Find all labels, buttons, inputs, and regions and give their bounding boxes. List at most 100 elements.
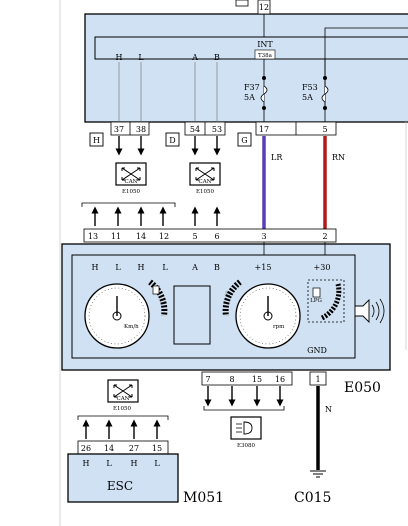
rpm-unit: rpm xyxy=(273,324,285,330)
bcm-output-arrows xyxy=(115,136,221,156)
cluster-pin-11: 11 xyxy=(111,232,121,241)
section-marker-d: D xyxy=(169,136,175,145)
can-bus-icon-glyph xyxy=(113,384,133,398)
esc-module: 26 14 27 15 H L H L ESC xyxy=(67,440,179,503)
tachometer-ticks xyxy=(239,287,297,345)
cluster-pin-12: 12 xyxy=(159,232,169,241)
cluster-signal-15: +15 xyxy=(255,263,272,272)
ground-symbol xyxy=(310,470,326,478)
ground-id: C015 xyxy=(294,490,331,506)
can-bus-icon-glyph xyxy=(121,167,141,181)
fuse-f53-rating: 5A xyxy=(302,93,313,102)
temperature-scale xyxy=(222,279,242,317)
cluster-bottom-pins: 7 8 15 16 1 xyxy=(201,371,327,386)
cluster-id: E050 xyxy=(344,380,381,396)
fuse-f37-symbol xyxy=(260,85,268,103)
bcm-pin-b: B xyxy=(214,53,220,62)
bracket xyxy=(81,202,176,207)
bcm-top-pin: 12 xyxy=(259,3,269,12)
cluster-pin-1: 1 xyxy=(315,375,320,384)
esc-id: M051 xyxy=(183,490,224,506)
esc-pin-15: 15 xyxy=(152,444,162,453)
esc-label: ESC xyxy=(107,479,133,493)
bcm-pin-37: 37 xyxy=(114,125,124,134)
cluster-pin-14: 14 xyxy=(136,232,146,241)
gnd-label: GND xyxy=(307,346,327,355)
cluster-pin-3: 3 xyxy=(261,232,266,241)
bcm-module: 12 INT T38a H L A B F37 5A F53 5A xyxy=(84,0,408,123)
fuse-f53-bottom-node xyxy=(323,106,327,110)
can-module-id: E1050 xyxy=(196,189,215,195)
esc-pin-14: 14 xyxy=(104,444,114,453)
esc-input-arrows xyxy=(82,419,161,439)
cluster-signal-h2: H xyxy=(138,263,145,272)
section-marker-g: G xyxy=(241,136,247,145)
lpg-pump-icon xyxy=(312,287,321,298)
cluster-internal-wires xyxy=(263,242,326,255)
bcm-pin-h: H xyxy=(116,53,123,62)
section-marker-box xyxy=(89,132,104,147)
bracket xyxy=(77,415,169,420)
fuse-f53-symbol xyxy=(321,85,329,103)
cluster-pin-8: 8 xyxy=(229,375,234,384)
bcm-pin-a: A xyxy=(191,53,198,62)
bcm-pin-l: L xyxy=(138,53,144,62)
bcm-housing xyxy=(84,13,408,123)
bcm-pin-53: 53 xyxy=(212,125,222,134)
lpg-gauge-frame xyxy=(307,279,345,323)
can-bus-icon-glyph xyxy=(195,167,215,181)
cluster-signal-h: H xyxy=(92,263,99,272)
cluster-pin-15: 15 xyxy=(252,375,262,384)
cluster-pin-2: 2 xyxy=(322,232,327,241)
cluster-signal-l: L xyxy=(115,263,121,272)
headlamp-beam-lines xyxy=(236,423,242,433)
fuse-f37-bottom-node xyxy=(262,106,266,110)
esc-housing xyxy=(67,453,179,503)
tachometer-gauge: rpm xyxy=(235,283,301,349)
wire-lr-label: LR xyxy=(271,153,283,162)
speaker-waves xyxy=(371,298,385,324)
fuse-f37-top-node xyxy=(262,76,266,80)
can-text: CAN xyxy=(199,179,212,185)
int-sub-box xyxy=(254,49,276,60)
temperature-gauge: ♨ xyxy=(222,279,242,317)
cluster-input-arrows xyxy=(91,206,221,226)
section-marker-h: H xyxy=(93,136,100,145)
esc-signal-h: H xyxy=(83,459,90,468)
can-module-id: E1050 xyxy=(122,189,141,195)
cluster-top-pin-strip xyxy=(83,228,337,243)
lpg-label: LPG xyxy=(310,298,322,304)
esc-signal-l: L xyxy=(106,459,112,468)
fuel-scale xyxy=(148,279,168,317)
cluster-signal-30: +30 xyxy=(314,263,331,272)
bcm-bottom-pins: 37 38 54 53 17 5 xyxy=(110,121,337,136)
cluster-output-arrows xyxy=(204,386,284,407)
fuel-gauge xyxy=(148,279,168,317)
cluster-pin-13: 13 xyxy=(88,232,98,241)
speedometer-ticks xyxy=(88,287,146,345)
cluster-pin-16: 16 xyxy=(275,375,285,384)
coolant-temperature-icon: ♨ xyxy=(224,289,231,298)
esc-signal-h2: H xyxy=(131,459,138,468)
lpg-gauge: LPG xyxy=(307,279,345,323)
esc-signal-l2: L xyxy=(154,459,160,468)
bracket xyxy=(203,406,285,411)
can-module-2: CAN E1050 xyxy=(189,162,221,195)
int-sub-label: T38a xyxy=(258,53,273,59)
speedometer-gauge: Km/h xyxy=(84,283,150,349)
cluster-pin-7: 7 xyxy=(205,375,210,384)
speed-unit: Km/h xyxy=(124,324,139,330)
section-markers: H D G xyxy=(89,132,252,147)
cluster-pin-5: 5 xyxy=(192,232,197,241)
lpg-scale xyxy=(320,283,342,321)
bcm-pin-38: 38 xyxy=(136,125,146,134)
cluster-bottom-pin-strip xyxy=(201,371,293,386)
can-module-3: CAN E1050 xyxy=(107,379,139,412)
cluster-pin-6: 6 xyxy=(214,232,219,241)
int-label: INT xyxy=(257,40,273,49)
esc-pin-26: 26 xyxy=(81,444,91,453)
section-marker-box xyxy=(237,132,252,147)
center-lcd-display xyxy=(173,285,211,345)
can-module-id: E1050 xyxy=(113,406,132,412)
